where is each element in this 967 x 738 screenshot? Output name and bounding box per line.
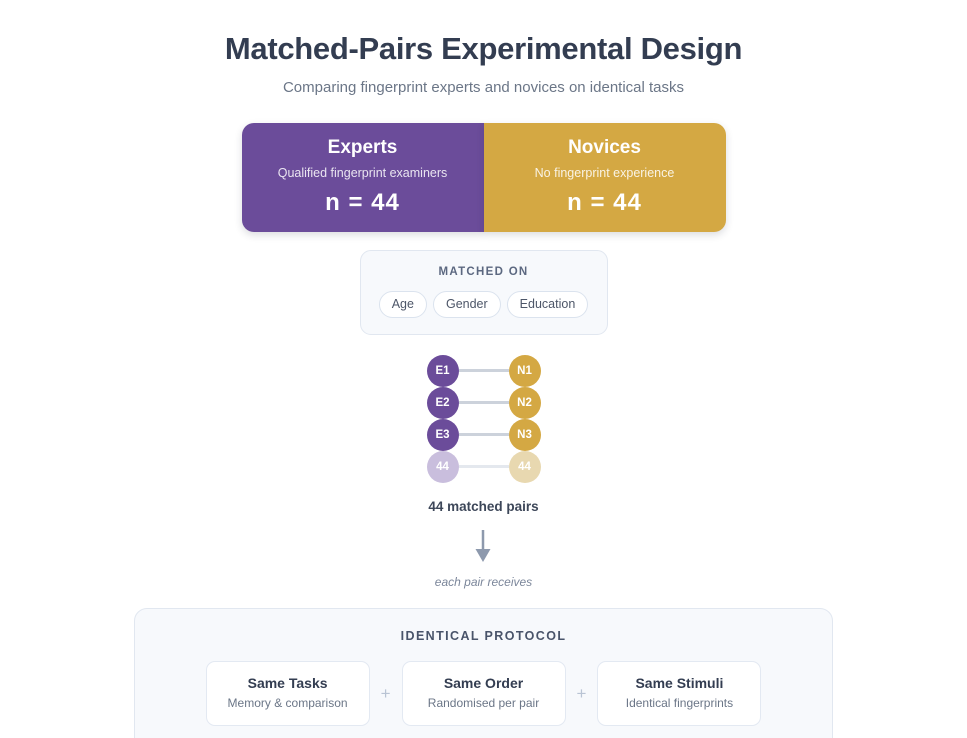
matched-variable-pill: Age <box>378 291 427 318</box>
pair-node-expert: E2 <box>426 386 459 419</box>
protocol-card: Same Tasks Memory & comparison <box>205 660 370 726</box>
matched-on-variable-list: Age Gender Education <box>378 291 589 318</box>
protocol-card-description: Randomised per pair <box>427 696 540 711</box>
pair-row: E3 N3 <box>426 418 541 451</box>
protocol-card-title: Same Stimuli <box>635 674 724 691</box>
protocol-card-title: Same Order <box>443 674 524 691</box>
matched-pairs-caption: 44 matched pairs <box>428 498 539 514</box>
protocol-title: IDENTICAL PROTOCOL <box>400 628 567 643</box>
pair-connector <box>458 401 509 405</box>
protocol-card-title: Same Tasks <box>247 674 328 691</box>
pair-row: E1 N1 <box>426 354 541 387</box>
matched-pairs-diagram: E1 N1 E2 N2 E3 N3 44 44 44 matched pairs <box>426 354 541 514</box>
pair-connector <box>458 433 509 437</box>
protocol-card: Same Order Randomised per pair <box>401 660 566 726</box>
pair-connector <box>458 369 509 373</box>
protocol-card: Same Stimuli Identical fingerprints <box>597 660 762 726</box>
pair-node-novice: N3 <box>508 418 541 451</box>
pair-node-novice: N2 <box>508 386 541 419</box>
group-name-experts: Experts <box>327 137 398 159</box>
pair-row-final: 44 44 <box>426 450 541 483</box>
pair-node-novice-last: 44 <box>508 450 541 483</box>
page-subtitle: Comparing fingerprint experts and novice… <box>282 79 685 97</box>
group-card-experts: Experts Qualified fingerprint examiners … <box>241 123 484 233</box>
protocol-card-list: Same Tasks Memory & comparison + Same Or… <box>205 660 762 726</box>
matched-variable-pill: Education <box>506 291 589 318</box>
matched-on-title: MATCHED ON <box>438 266 529 279</box>
pair-connector <box>458 465 509 469</box>
pair-node-expert-last: 44 <box>426 450 459 483</box>
page-title: Matched-Pairs Experimental Design <box>224 31 743 66</box>
pair-node-expert: E3 <box>426 418 459 451</box>
flow-connector: each pair receives <box>435 528 532 589</box>
pair-node-novice: N1 <box>508 354 541 387</box>
group-description-experts: Qualified fingerprint examiners <box>277 166 448 181</box>
group-name-novices: Novices <box>568 137 641 159</box>
group-sample-size-experts: n = 44 <box>325 189 400 217</box>
group-cards: Experts Qualified fingerprint examiners … <box>241 123 726 233</box>
pair-row: E2 N2 <box>426 386 541 419</box>
identical-protocol-panel: IDENTICAL PROTOCOL Same Tasks Memory & c… <box>134 607 833 738</box>
group-description-novices: No fingerprint experience <box>534 166 675 181</box>
protocol-separator: + <box>380 683 391 703</box>
protocol-separator: + <box>576 683 587 703</box>
matched-on-panel: MATCHED ON Age Gender Education <box>359 250 608 335</box>
group-card-novices: Novices No fingerprint experience n = 44 <box>483 123 726 233</box>
pair-node-expert: E1 <box>426 354 459 387</box>
protocol-card-description: Identical fingerprints <box>625 696 734 711</box>
matched-variable-pill: Gender <box>432 291 501 318</box>
group-sample-size-novices: n = 44 <box>567 189 642 217</box>
down-arrow-icon <box>475 529 491 562</box>
protocol-card-description: Memory & comparison <box>227 696 348 711</box>
flow-label: each pair receives <box>434 574 533 589</box>
